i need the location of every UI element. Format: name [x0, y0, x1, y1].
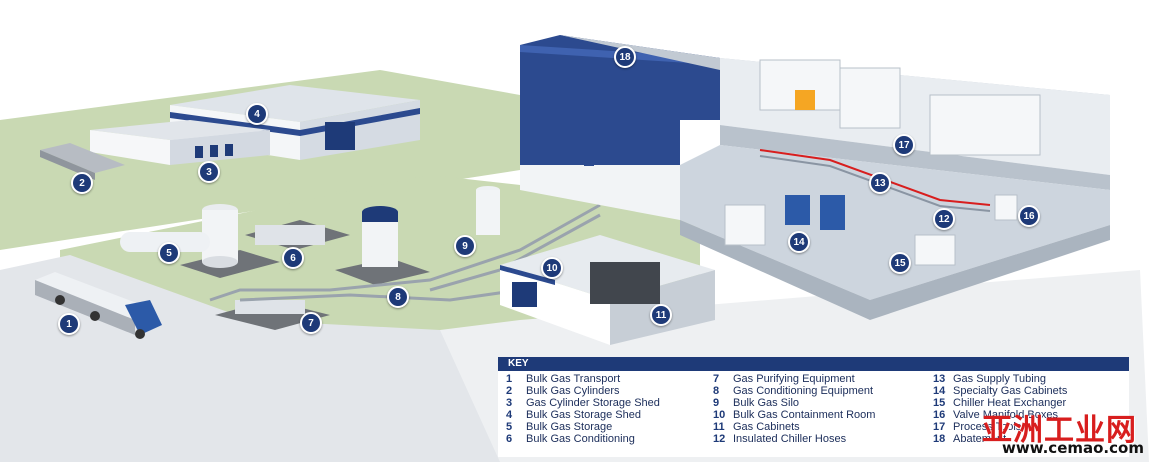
watermark-url: www.cemao.com: [1002, 439, 1144, 457]
marker-18[interactable]: 18: [614, 46, 636, 68]
marker-2[interactable]: 2: [71, 172, 93, 194]
cylinder-shed: [90, 120, 270, 165]
marker-3[interactable]: 3: [198, 161, 220, 183]
marker-6[interactable]: 6: [282, 247, 304, 269]
gas-truck: [35, 272, 162, 339]
watermark-chinese-text: 亚洲工业网: [982, 413, 1137, 448]
marker-9[interactable]: 9: [454, 235, 476, 257]
marker-13[interactable]: 13: [869, 172, 891, 194]
marker-15[interactable]: 15: [889, 252, 911, 274]
marker-1[interactable]: 1: [58, 313, 80, 335]
watermark: 亚洲工业网 www.cemao.com: [970, 405, 1149, 460]
marker-16[interactable]: 16: [1018, 205, 1040, 227]
marker-14[interactable]: 14: [788, 231, 810, 253]
marker-5[interactable]: 5: [158, 242, 180, 264]
legend-title: KEY: [498, 357, 1129, 371]
marker-17[interactable]: 17: [893, 134, 915, 156]
marker-12[interactable]: 12: [933, 208, 955, 230]
marker-7[interactable]: 7: [300, 312, 322, 334]
marker-4[interactable]: 4: [246, 103, 268, 125]
marker-11[interactable]: 11: [650, 304, 672, 326]
storage-shed: [170, 85, 420, 160]
marker-10[interactable]: 10: [541, 257, 563, 279]
marker-8[interactable]: 8: [387, 286, 409, 308]
storage-pads: [120, 186, 500, 330]
